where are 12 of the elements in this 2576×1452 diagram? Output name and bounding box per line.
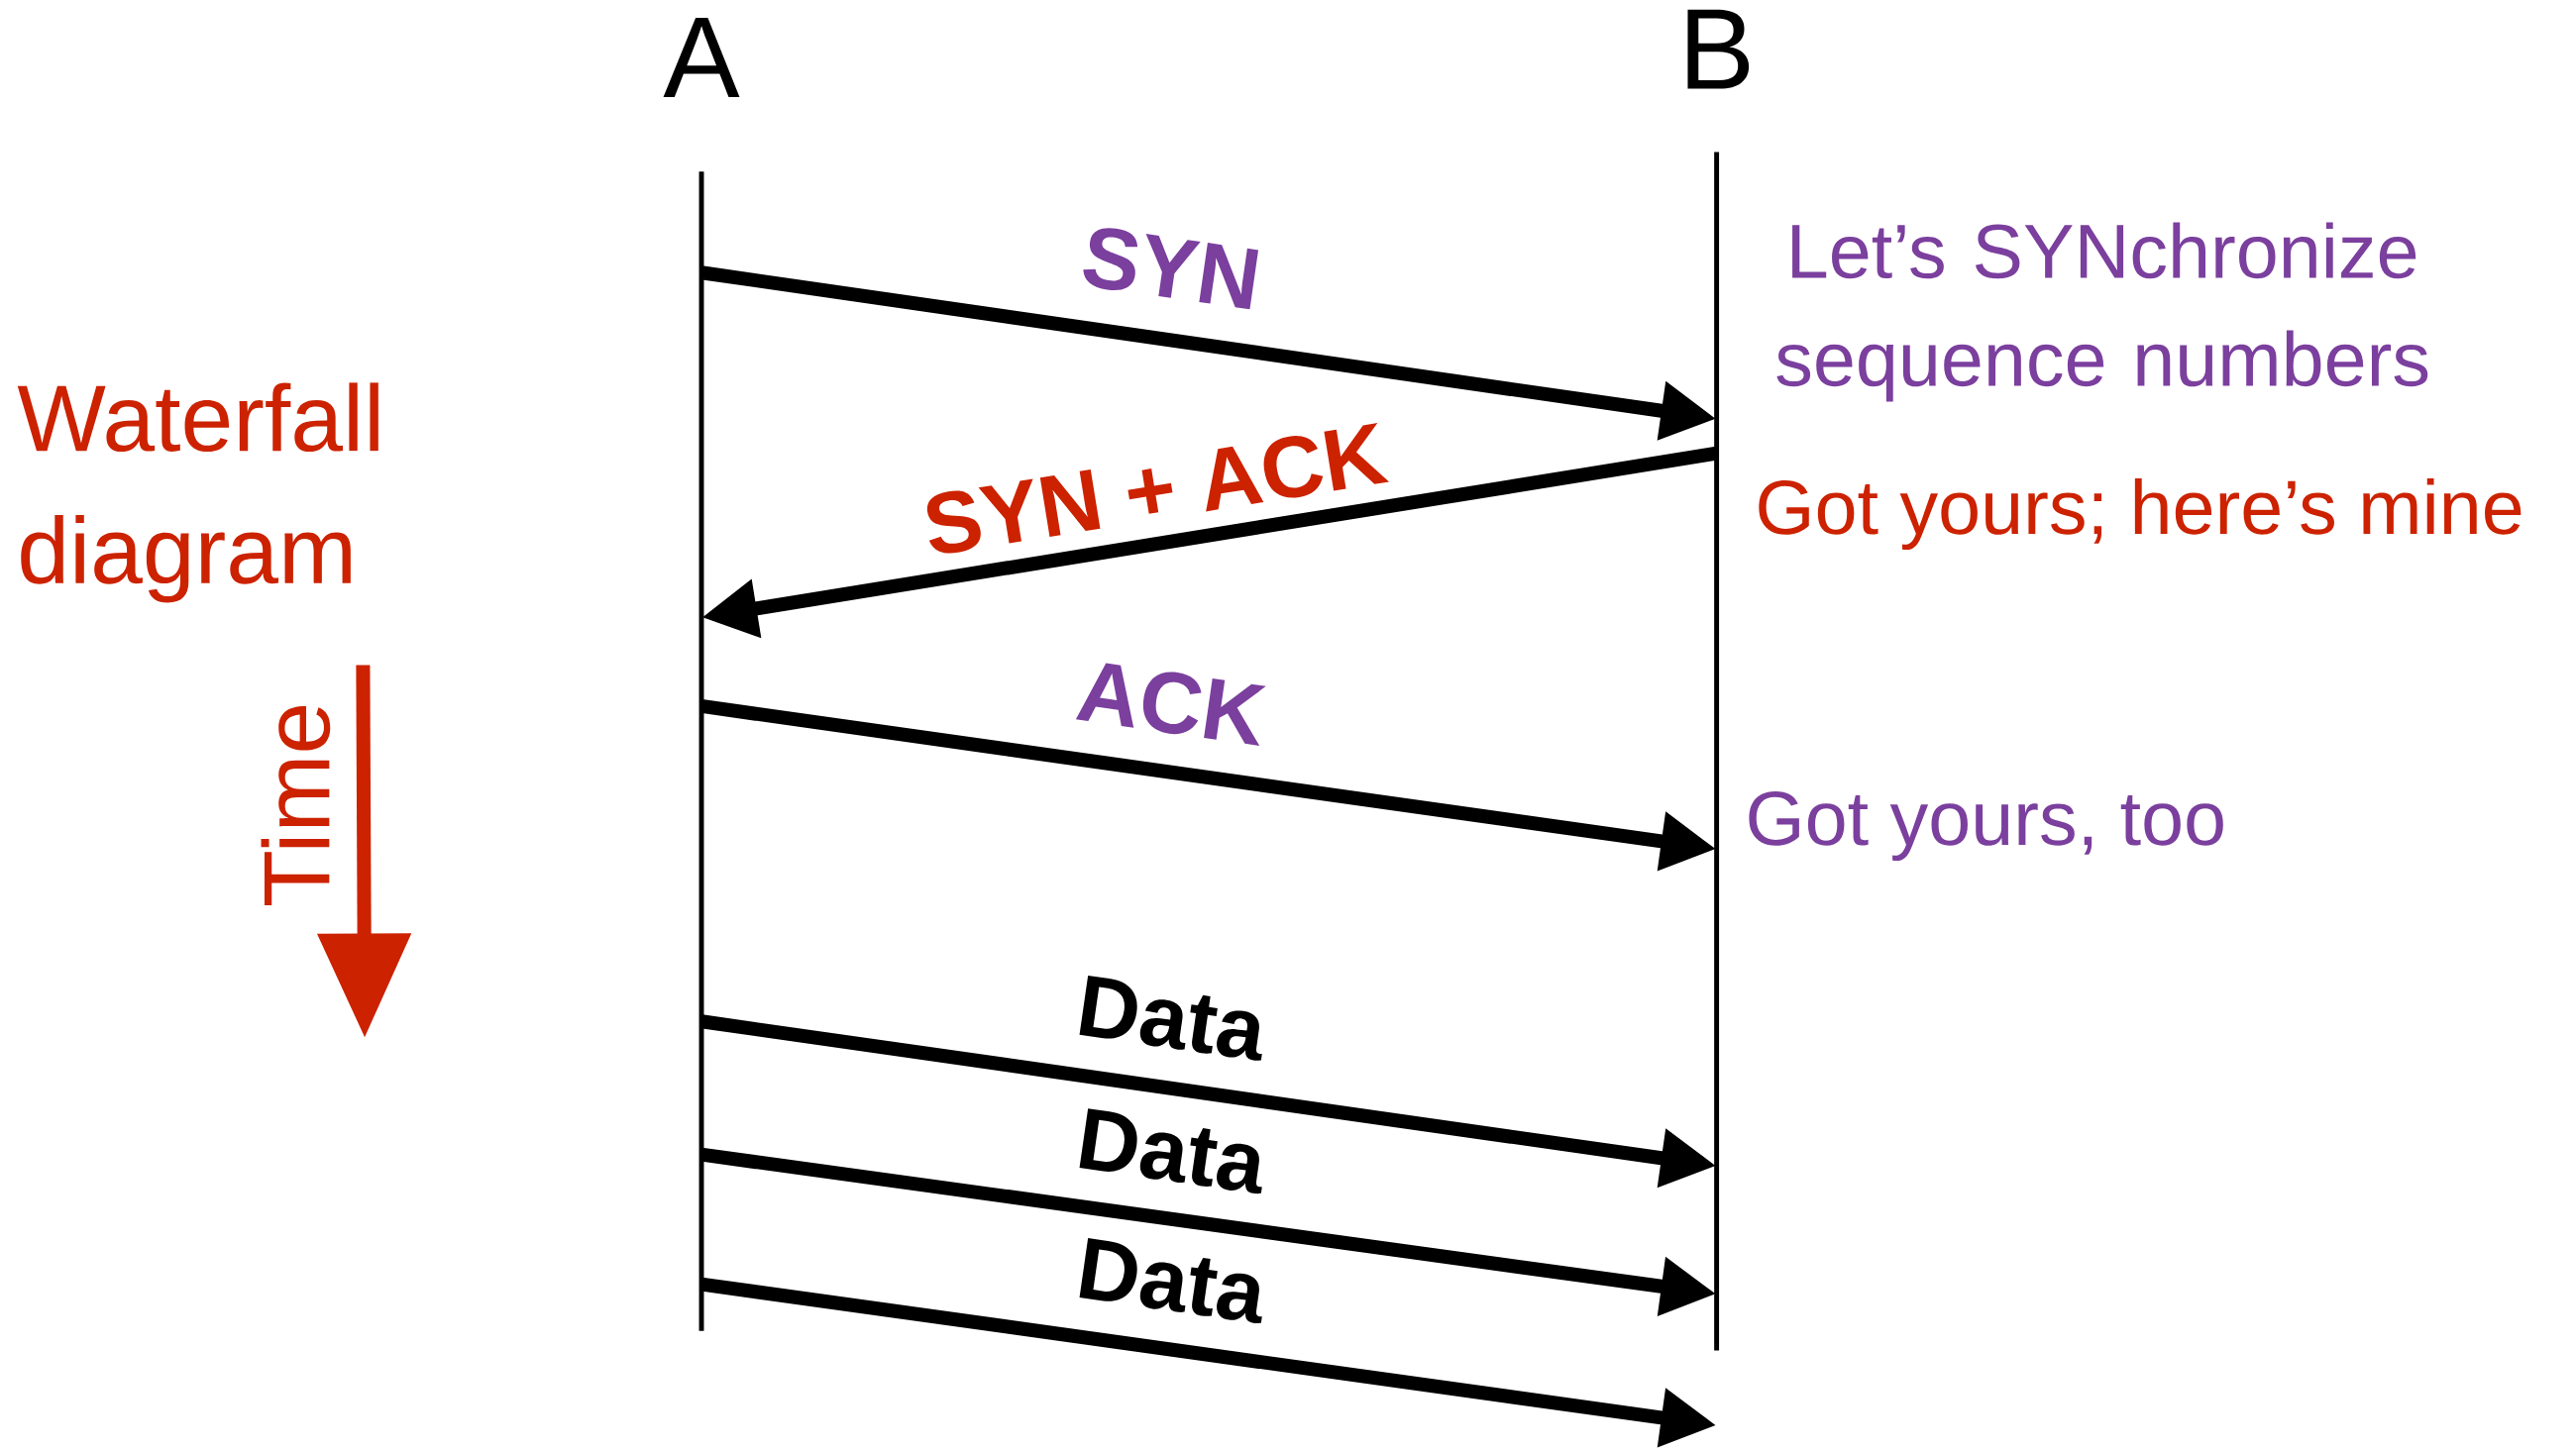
note: Time: [261, 705, 331, 905]
note: Got yours, too: [1749, 790, 2223, 861]
edge-label: Data: [1079, 1108, 1262, 1194]
edge-label: Data: [1079, 1238, 1262, 1324]
edge-label: Data: [1079, 975, 1262, 1061]
edge-label: SYN + ACK: [926, 423, 1390, 554]
lifeline: B: [1687, 9, 1750, 1351]
edge-label: SYN: [1083, 228, 1259, 310]
note: Got yours; here’s mine: [1759, 477, 2522, 551]
lifeline: A: [663, 18, 740, 1331]
note: Waterfall diagram: [17, 382, 378, 603]
edge-label: ACK: [1075, 663, 1266, 746]
